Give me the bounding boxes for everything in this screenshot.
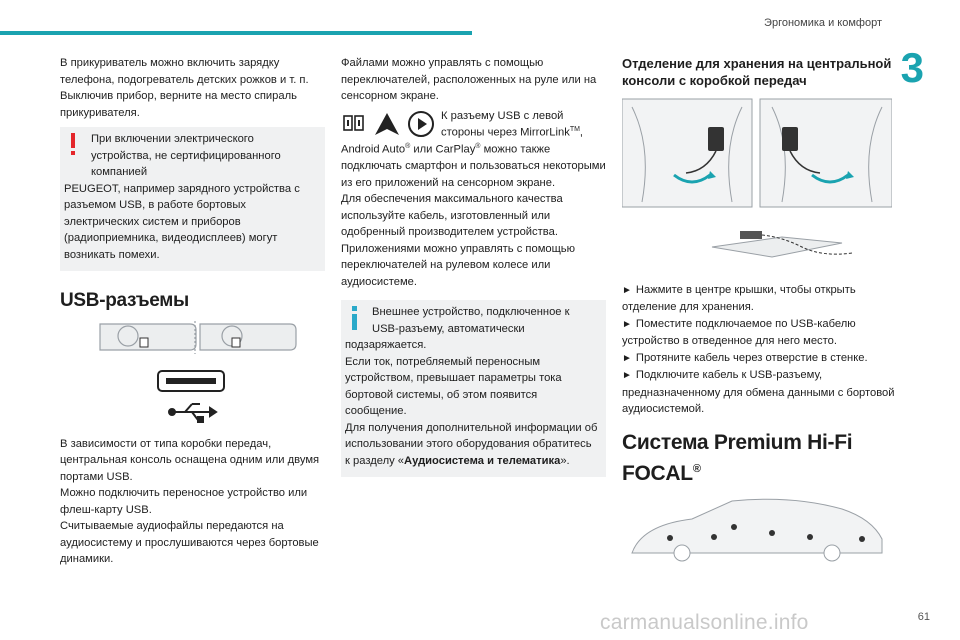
car-speakers-illustration <box>622 493 897 569</box>
step-item: ►Подключите кабель к USB-разъему, предна… <box>622 369 895 415</box>
warning-lead: При включении электрического устройства,… <box>91 133 281 178</box>
audio-telematics-reference: Аудиосистема и телематика <box>404 454 561 467</box>
mirrorlink-icon <box>343 115 364 131</box>
info-text: подзаряжается. Если ток, потребляемый пе… <box>345 339 598 467</box>
connectivity-icons-row: К разъему USB с левой стороны через Mirr… <box>341 109 606 140</box>
mirrorlink-caption: К разъему USB с левой стороны через Mirr… <box>441 109 584 139</box>
storage-compartment-illustration <box>621 97 897 278</box>
arrow-right-icon: ► <box>622 284 632 296</box>
usb-ports-illustration <box>60 316 325 436</box>
warning-box: При включении электрического устройства,… <box>60 127 325 271</box>
cigarette-lighter-text: В прикуриватель можно включить зарядку т… <box>60 57 309 119</box>
arrow-right-icon: ► <box>622 318 632 330</box>
usb-ports-diagram <box>99 320 297 423</box>
section-title: Эргономика и комфорт <box>764 17 882 29</box>
android-auto-icon <box>375 112 399 135</box>
usb-heading: USB-разъемы <box>60 290 189 311</box>
warning-icon <box>60 133 86 157</box>
focal-heading: Система Premium Hi-Fi FOCAL® <box>622 430 853 485</box>
step-item: ►Поместите подключаемое по USB-кабелю ус… <box>622 317 856 348</box>
warning-text: PEUGEOT, например зарядного устройства с… <box>64 182 300 261</box>
column-right: Отделение для хранения на центральной ко… <box>621 55 897 569</box>
step-item: ►Нажмите в центре крышки, чтобы открыть … <box>622 283 856 314</box>
watermark: carmanualsonline.info <box>600 611 809 634</box>
column-middle: Файлами можно управлять с помощью перекл… <box>341 55 606 478</box>
cable-quality-text: Для обеспечения максимального качества и… <box>341 193 563 239</box>
storage-steps: ►Нажмите в центре крышки, чтобы открыть … <box>622 282 897 418</box>
page-number: 61 <box>917 611 930 623</box>
info-lead: Внешнее устройство, подключенное к USB-р… <box>372 306 570 335</box>
info-icon <box>343 306 367 332</box>
apps-control-text: Приложениями можно управлять с помощью п… <box>341 242 576 288</box>
column-left: В прикуриватель можно включить зарядку т… <box>60 55 325 568</box>
car-diagram <box>631 498 883 561</box>
storage-diagram <box>621 98 893 258</box>
usb-description: В зависимости от типа коробки передач, ц… <box>60 437 320 566</box>
android-carplay-text: Android Auto® или CarPlay® можно также п… <box>341 143 606 189</box>
storage-heading: Отделение для хранения на центральной ко… <box>622 56 892 88</box>
arrow-right-icon: ► <box>622 370 632 381</box>
chapter-number: 3 <box>900 44 924 91</box>
arrow-right-icon: ► <box>622 352 632 364</box>
steering-controls-text: Файлами можно управлять с помощью перекл… <box>341 57 597 102</box>
info-box: Внешнее устройство, подключенное к USB-р… <box>341 300 606 478</box>
step-item: ►Протяните кабель через отверстие в стен… <box>622 351 868 364</box>
header-accent-bar <box>0 31 472 35</box>
carplay-icon <box>408 110 434 137</box>
